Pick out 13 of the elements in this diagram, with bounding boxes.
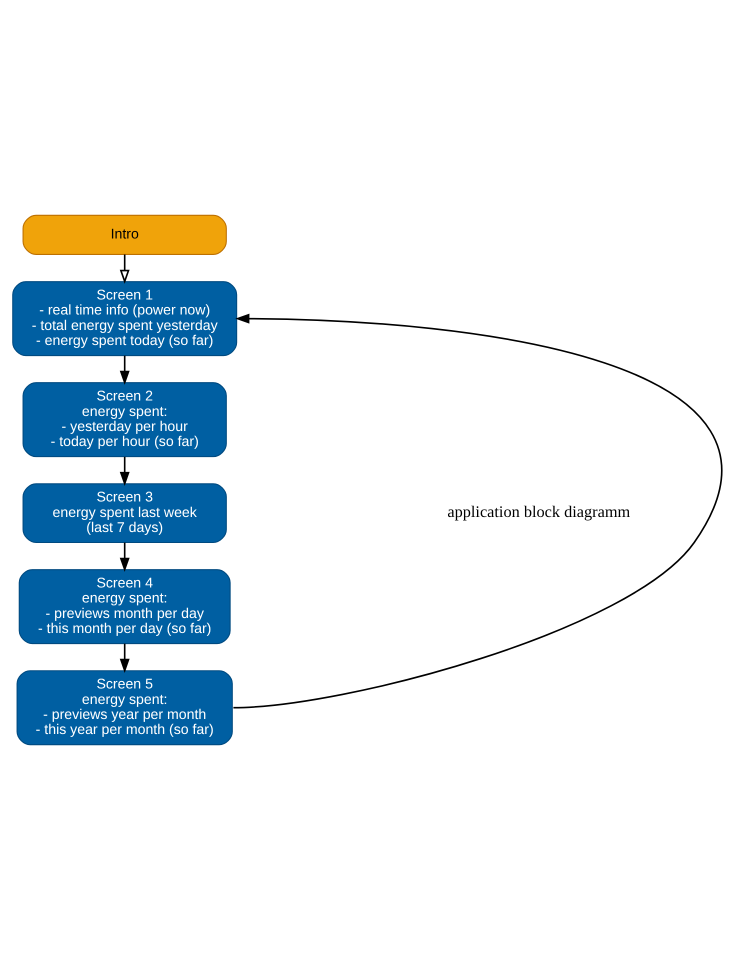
node-box: Screen 2 energy spent: - yesterday per hour - today per hour (so far) <box>22 382 227 458</box>
arrow <box>233 314 722 709</box>
arrow <box>120 644 130 673</box>
arrow <box>120 542 130 572</box>
node-box: Intro <box>22 214 227 256</box>
arrow <box>120 254 130 284</box>
node-box: Screen 3 energy spent last week (last 7 days) <box>22 483 227 544</box>
node-box: Screen 5 energy spent: - previews year per month - this year per month (so far) <box>16 670 233 746</box>
node-box: Screen 1 - real time info (power now) - total energy spent yesterday - energy spent today (so far) <box>12 281 238 356</box>
label: application block diagramm <box>447 502 630 521</box>
arrow <box>120 356 130 385</box>
arrow <box>120 456 130 486</box>
node-box: Screen 4 energy spent: - previews month per day - this month per day (so far) <box>18 569 231 644</box>
